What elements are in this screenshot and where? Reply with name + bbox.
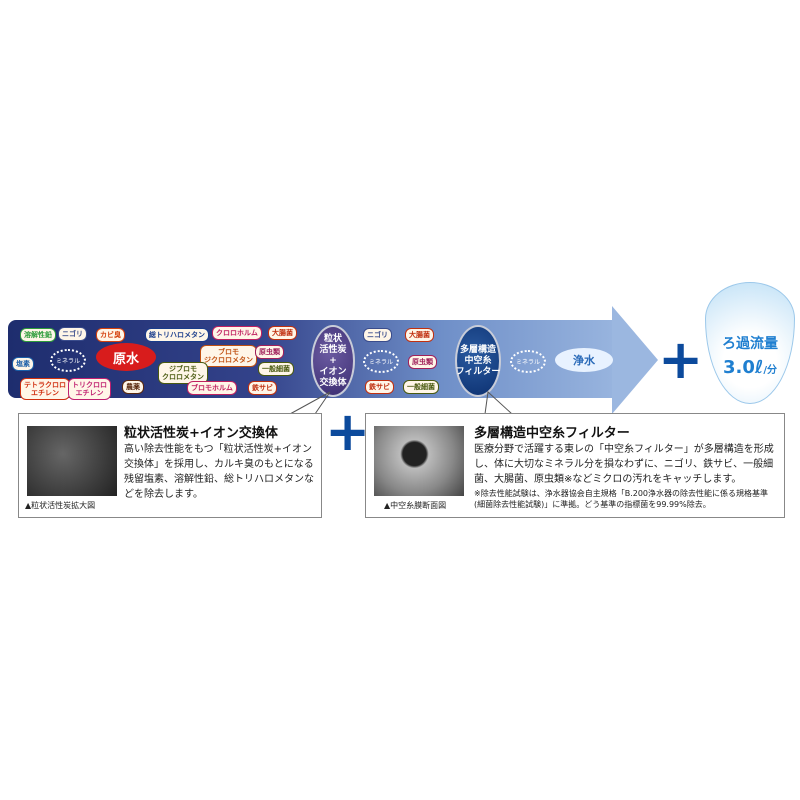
caption: ▲粒状活性炭拡大図 [25,501,96,510]
flow-rate-title: ろ過流量 [722,336,778,352]
contaminant-tag: ブロモ ジクロロメタン [200,345,257,367]
hollow-fiber-panel: ▲中空糸膜断面図 多層構造中空糸フィルター 医療分野で活躍する東レの「中空糸フィ… [365,413,785,518]
contaminant-tag: 塩素 [12,357,34,371]
hollow-fiber-filter-disc: 多層構造 中空糸 フィルター [455,325,501,397]
pure-water-label: 浄水 [555,348,613,372]
panel-text: 医療分野で活躍する東レの「中空糸フィルター」が多層構造を形成し、体に大切なミネラ… [474,444,774,485]
flow-rate-value: 3.0ℓ [722,357,764,378]
panel-text: 高い除去性能をもつ「粒状活性炭+イオン交換体」を採用し、カルキ臭のもとになる残留… [124,444,314,500]
contaminant-tag: トリクロロ エチレン [68,378,111,400]
contaminant-tag: ジブロモ クロロメタン [158,362,208,384]
contaminant-tag: ブロモホルム [187,381,237,395]
contaminant-tag: クロロホルム [212,326,262,340]
contaminant-tag: 大腸菌 [405,328,434,342]
hollow-fiber-micrograph [374,426,464,496]
mineral-dots: ミネラル [510,350,547,373]
contaminant-tag: 原虫類 [255,345,284,359]
contaminant-tag: 一般細菌 [403,380,439,394]
contaminant-tag: 総トリハロメタン [145,328,209,342]
flow-arrow-head [612,306,658,414]
panel-title: 多層構造中空糸フィルター [474,426,630,441]
mineral-dots: ミネラル [50,349,87,372]
contaminant-tag: 鉄サビ [248,381,277,395]
contaminant-tag: 大腸菌 [268,326,297,340]
panel-title: 粒状活性炭+イオン交換体 [124,426,278,441]
plus-icon: + [325,400,371,463]
contaminant-tag: 一般細菌 [258,362,294,376]
activated-carbon-filter-disc: 粒状 活性炭 + イオン 交換体 [311,325,355,397]
flow-rate-unit: /分 [763,365,778,376]
activated-carbon-micrograph [27,426,117,496]
activated-carbon-panel: ▲粒状活性炭拡大図 粒状活性炭+イオン交換体 高い除去性能をもつ「粒状活性炭+イ… [18,413,322,518]
raw-water-label: 原水 [96,343,156,371]
plus-icon: + [658,328,704,391]
contaminant-tag: 鉄サビ [365,380,394,394]
contaminant-tag: 溶解性鉛 [20,328,56,342]
panel-note: ※除去性能試験は、浄水器協会自主規格「B.200浄水器の除去性能に係る規格基準(… [474,489,769,509]
caption: ▲中空糸膜断面図 [384,501,447,510]
contaminant-tag: ニゴリ [58,327,87,341]
contaminant-tag: ニゴリ [363,328,392,342]
contaminant-tag: 原虫類 [408,355,437,369]
mineral-dots: ミネラル [363,350,400,373]
contaminant-tag: 農薬 [122,380,144,394]
contaminant-tag: カビ臭 [96,328,125,342]
contaminant-tag: テトラクロロ エチレン [20,378,70,400]
